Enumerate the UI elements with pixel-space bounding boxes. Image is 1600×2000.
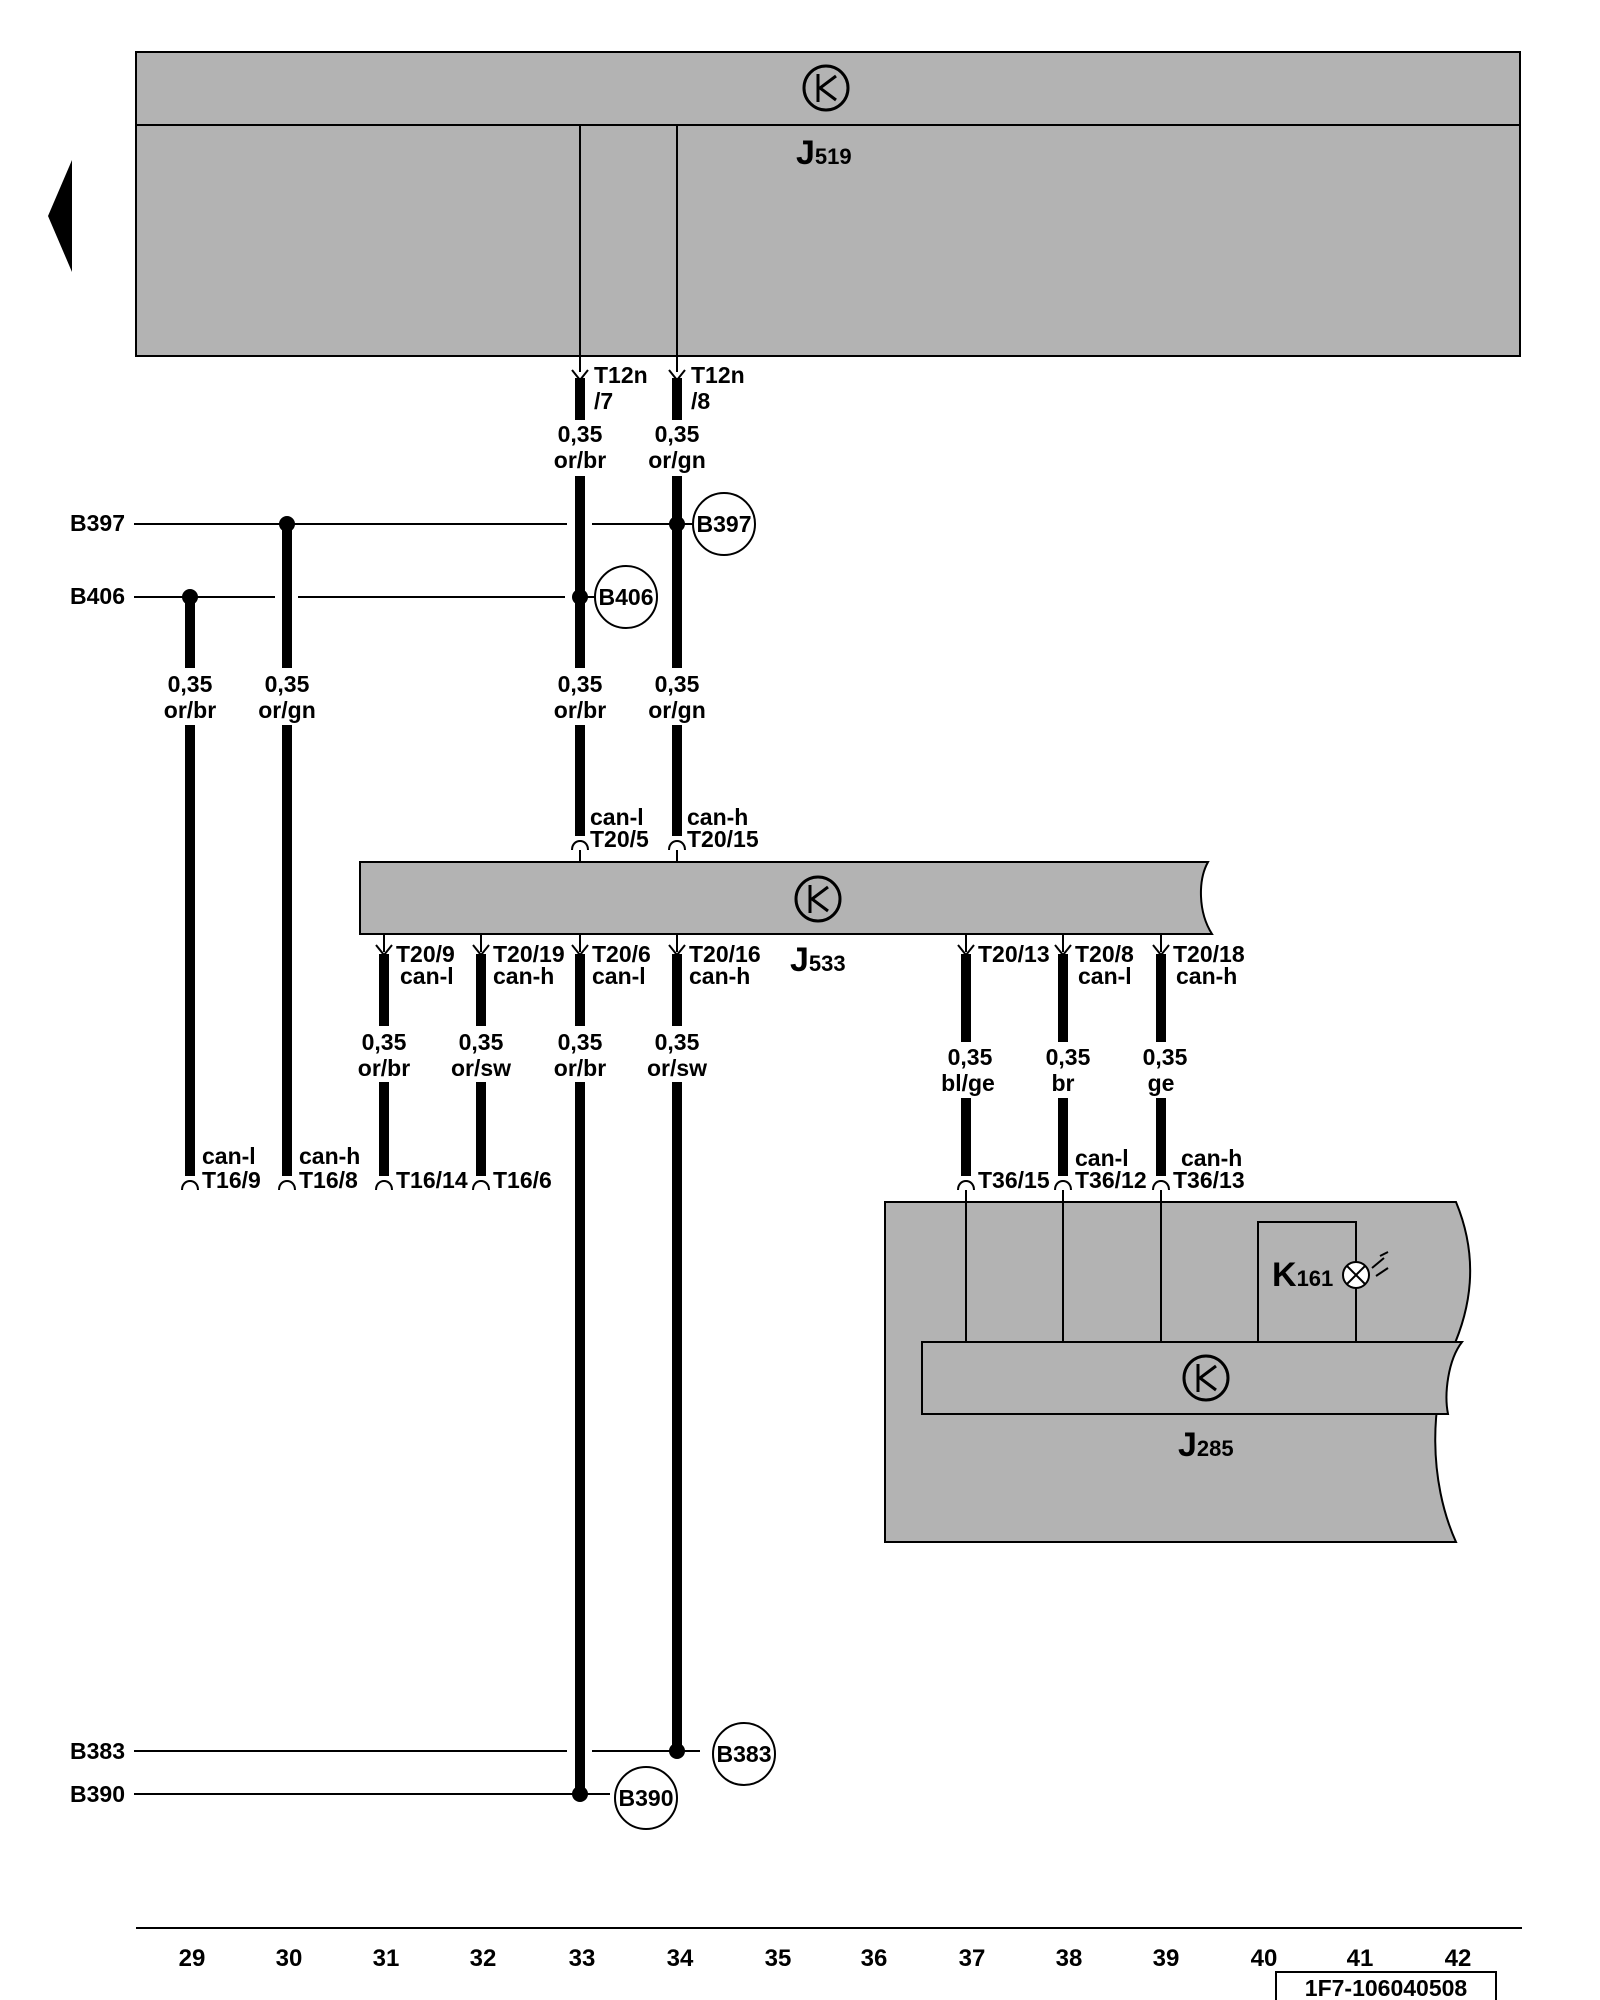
warning-lamp-icon	[1342, 1251, 1389, 1289]
grid-number: 31	[373, 1945, 400, 1972]
grid-number: 39	[1153, 1945, 1180, 1972]
control-unit-j533: J533	[359, 861, 1214, 979]
grid-numbers: 29 30 31 32 33 34 35 36 37 38 39 40 41 42	[179, 1945, 1472, 1972]
connection-label-b383: B383	[70, 1738, 125, 1764]
grid-number: 36	[861, 1945, 888, 1972]
bus-symbol-icon	[794, 875, 842, 923]
grid-number: 40	[1251, 1945, 1278, 1972]
bus-symbol-icon	[1182, 1354, 1230, 1402]
component-label-k161: K161	[1272, 1256, 1333, 1294]
pin-label-t16-6: T16/6	[493, 1167, 552, 1193]
control-unit-j519: J519	[135, 51, 1521, 357]
grid-number: 42	[1445, 1945, 1472, 1972]
connection-b390-circle: B390	[614, 1766, 678, 1830]
grid-number: 35	[765, 1945, 792, 1972]
svg-text:1F7-106040508: 1F7-106040508	[1305, 1975, 1468, 2000]
connection-label-b397: B397	[70, 510, 125, 536]
pin-label-t12n-8: T12n/8	[691, 362, 745, 414]
component-label-j519: J519	[796, 134, 852, 172]
control-unit-j285: J285 K161	[884, 1190, 1472, 1543]
connection-label-b406: B406	[70, 583, 125, 609]
pin-label-t20-13: T20/13	[978, 941, 1050, 967]
pin-label-t16-14: T16/14	[396, 1167, 468, 1193]
pin-label-t12n-7: T12n/7	[594, 362, 648, 414]
grid-number: 34	[667, 1945, 694, 1972]
connection-b397-circle: B397	[692, 492, 756, 556]
connection-b383-circle: B383	[712, 1722, 776, 1786]
svg-text:B397: B397	[697, 511, 752, 537]
previous-page-arrow[interactable]	[48, 160, 72, 272]
svg-text:B383: B383	[717, 1741, 772, 1767]
component-label-j533: J533	[790, 941, 846, 979]
connection-label-b390: B390	[70, 1781, 125, 1807]
grid-number: 38	[1056, 1945, 1083, 1972]
svg-text:B390: B390	[619, 1785, 674, 1811]
figure-code-box: 1F7-106040508	[1275, 1971, 1497, 2000]
pin-label-t36-15: T36/15	[978, 1167, 1050, 1193]
component-label-j285: J285	[1178, 1426, 1234, 1464]
grid-number: 30	[276, 1945, 303, 1972]
grid-number: 33	[569, 1945, 596, 1972]
grid-number: 37	[959, 1945, 986, 1972]
grid-number: 41	[1347, 1945, 1374, 1972]
connection-b406-circle: B406	[594, 565, 658, 629]
svg-text:B406: B406	[599, 584, 654, 610]
grid-number: 32	[470, 1945, 497, 1972]
bus-symbol-icon	[802, 64, 850, 112]
grid-number: 29	[179, 1945, 206, 1972]
